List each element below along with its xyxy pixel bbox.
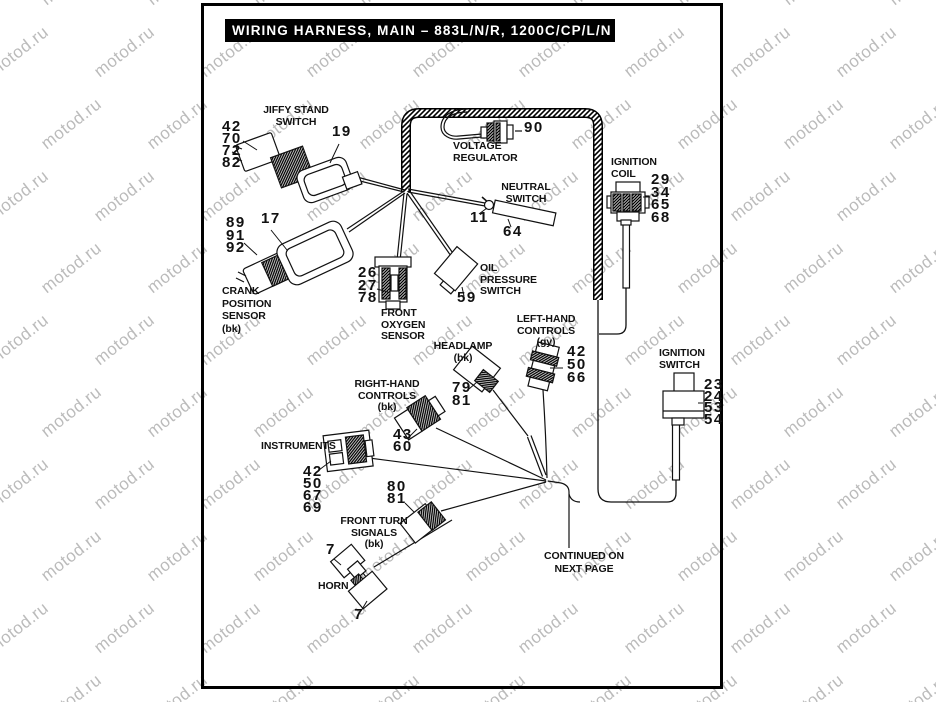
jiffy-stand-callouts: 42 70 72 82 bbox=[222, 118, 242, 171]
voltage-regulator-connector bbox=[440, 108, 522, 144]
neutral-switch-art bbox=[481, 196, 557, 227]
ignition-coil-label: IGNITION COIL bbox=[611, 156, 657, 180]
right-controls-connector bbox=[393, 394, 446, 441]
horn-label: HORN bbox=[318, 580, 349, 592]
left-controls-callouts: 42 50 66 bbox=[567, 343, 587, 386]
continued-label: CONTINUED ON NEXT PAGE bbox=[544, 550, 624, 575]
handlebar-wires bbox=[362, 389, 548, 582]
front-turn-label: FRONT TURN SIGNALS (bk) bbox=[340, 515, 408, 550]
right-controls-label: RIGHT-HAND CONTROLS (bk) bbox=[354, 378, 420, 413]
left-controls-label: LEFT-HAND CONTROLS (gy) bbox=[516, 313, 576, 348]
bottom-hub-outline bbox=[547, 480, 581, 548]
crank-sensor-label: CRANK POSITION SENSOR (bk) bbox=[222, 285, 272, 335]
jiffy-stand-connector bbox=[231, 132, 363, 204]
instruments-connector bbox=[322, 429, 375, 473]
ignition-switch-wire bbox=[671, 423, 681, 481]
crank-sensor-connector bbox=[235, 220, 354, 295]
harness-right-run bbox=[597, 300, 677, 503]
neutral-switch-callout-11: 11 bbox=[470, 209, 489, 226]
crank-sensor-callout-17: 17 bbox=[261, 210, 281, 227]
title-banner: WIRING HARNESS, MAIN – 883L/N/R, 1200C/C… bbox=[225, 19, 615, 42]
page-border bbox=[201, 3, 723, 689]
horn-callout-7a: 7 bbox=[326, 541, 336, 558]
main-harness-tube bbox=[401, 108, 603, 300]
crank-sensor-callouts: 89 91 92 bbox=[226, 214, 246, 256]
headlamp-connector bbox=[452, 345, 502, 394]
ignition-switch-body bbox=[662, 372, 705, 426]
jiffy-stand-callout-19: 19 bbox=[332, 123, 352, 140]
jiffy-stand-label: JIFFY STAND SWITCH bbox=[263, 104, 329, 128]
oxygen-sensor-connector bbox=[374, 256, 412, 310]
ignition-coil-wire bbox=[599, 221, 631, 335]
oil-pressure-label: OIL PRESSURE SWITCH bbox=[480, 262, 537, 297]
oxygen-sensor-label: FRONT OXYGEN SENSOR bbox=[381, 307, 426, 342]
front-turn-connector bbox=[399, 500, 447, 544]
horn-callout-7b: 7 bbox=[354, 606, 364, 623]
instruments-label: INSTRUMENTS bbox=[261, 440, 336, 452]
oil-pressure-connector bbox=[433, 245, 479, 295]
horn-connectors bbox=[329, 543, 388, 610]
leader-lines bbox=[242, 140, 703, 612]
headlamp-label: HEADLAMP (bk) bbox=[433, 340, 493, 364]
voltage-regulator-label: VOLTAGE REGULATOR bbox=[453, 140, 518, 164]
right-controls-callouts: 43 60 bbox=[393, 426, 413, 455]
left-controls-connector bbox=[525, 341, 560, 392]
page-title: WIRING HARNESS, MAIN – 883L/N/R, 1200C/C… bbox=[232, 23, 612, 38]
ignition-coil-connector bbox=[606, 181, 650, 226]
oxygen-sensor-callouts: 26 27 78 bbox=[358, 264, 378, 306]
instruments-callouts: 42 50 67 69 bbox=[303, 463, 323, 516]
ignition-switch-label: IGNITION SWITCH bbox=[659, 347, 705, 371]
top-hub-wires bbox=[346, 176, 486, 262]
front-turn-callouts: 80 81 bbox=[387, 478, 407, 507]
neutral-switch-label: NEUTRAL SWITCH bbox=[501, 181, 551, 205]
oil-pressure-callout-59: 59 bbox=[457, 289, 477, 306]
ignition-switch-callouts: 23 24 53 54 bbox=[704, 376, 724, 428]
headlamp-callouts: 79 81 bbox=[452, 379, 472, 409]
ignition-coil-callouts: 29 34 65 68 bbox=[651, 171, 671, 226]
neutral-switch-callout-64: 64 bbox=[503, 223, 523, 240]
voltage-regulator-callout-90: 90 bbox=[524, 119, 544, 136]
